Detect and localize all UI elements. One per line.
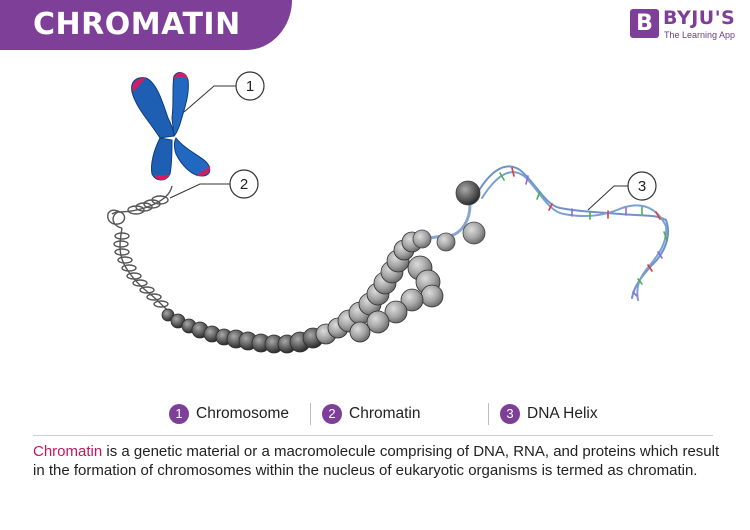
description-term: Chromatin xyxy=(33,443,103,460)
chromosome-icon xyxy=(131,72,211,181)
logo-tagline: The Learning App xyxy=(664,30,736,40)
callout-2: 2 xyxy=(229,169,259,199)
legend-divider xyxy=(488,403,489,425)
dna-helix-icon xyxy=(477,165,670,301)
callout-3: 3 xyxy=(627,171,657,201)
page-title: CHROMATIN xyxy=(33,7,241,42)
legend: 1 Chromosome 2 Chromatin 3 DNA Helix xyxy=(0,402,750,428)
chromatin-diagram: 1 2 3 xyxy=(107,71,670,354)
callout-leaders xyxy=(169,85,628,211)
title-banner: CHROMATIN xyxy=(0,0,292,50)
description-paragraph: Chromatin is a genetic material or a mac… xyxy=(33,443,733,480)
divider-line xyxy=(33,435,713,436)
callout-2-number: 2 xyxy=(240,176,248,193)
description-text: is a genetic material or a macromolecule… xyxy=(33,443,720,479)
callout-3-number: 3 xyxy=(638,178,646,195)
solenoid-fiber xyxy=(161,231,444,354)
legend-label: Chromosome xyxy=(196,405,290,422)
byjus-logo: B BYJU'S The Learning App xyxy=(630,7,742,43)
legend-number: 1 xyxy=(169,404,189,424)
legend-label: Chromatin xyxy=(349,405,421,422)
callout-1-number: 1 xyxy=(246,78,254,95)
callout-1: 1 xyxy=(235,71,265,101)
legend-label: DNA Helix xyxy=(527,405,598,422)
legend-number: 2 xyxy=(322,404,342,424)
logo-mark: B xyxy=(630,9,659,38)
nucleosome-beads xyxy=(412,180,486,252)
legend-number: 3 xyxy=(500,404,520,424)
logo-name: BYJU'S xyxy=(663,7,736,29)
legend-divider xyxy=(310,403,311,425)
